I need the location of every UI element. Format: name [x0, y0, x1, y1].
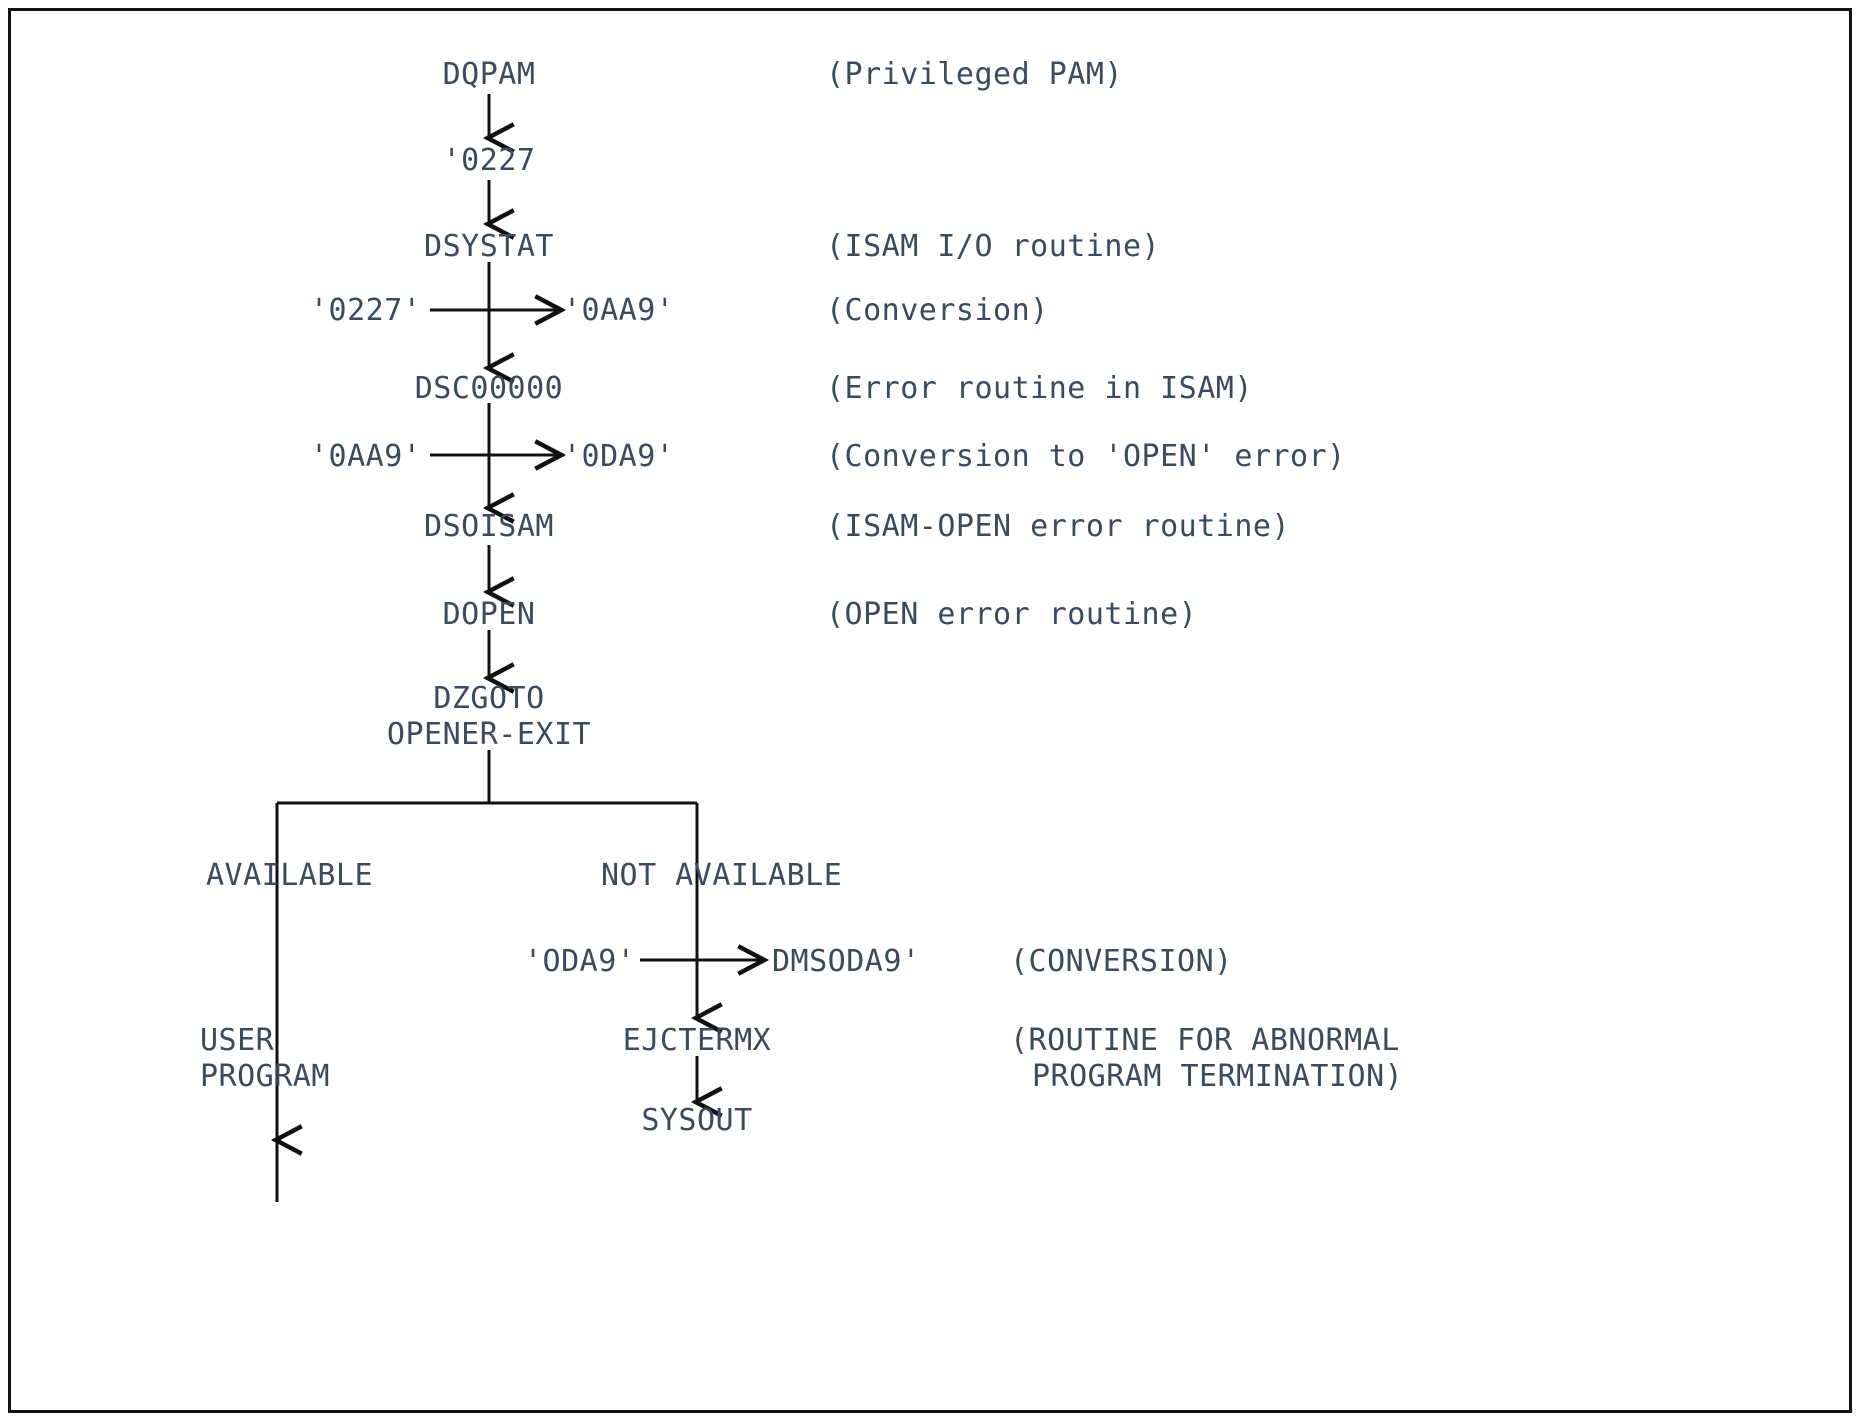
node-dsystat: DSYSTAT — [424, 229, 554, 264]
annotation-dsc00000: (Error routine in ISAM) — [826, 371, 1253, 406]
annotation-conversion-3: (CONVERSION) — [1010, 944, 1233, 979]
node-user: USER — [200, 1023, 275, 1058]
annotation-conversion-2: (Conversion to 'OPEN' error) — [826, 439, 1346, 474]
annotation-ejctermx-line1: (ROUTINE FOR ABNORMAL — [1010, 1023, 1400, 1058]
diagram-border — [8, 8, 1852, 1413]
branch-label-not-available: NOT AVAILABLE — [601, 858, 843, 893]
annotation-conversion-1: (Conversion) — [826, 293, 1049, 328]
node-sysout: SYSOUT — [641, 1103, 753, 1138]
node-dsc00000: DSC00000 — [414, 371, 564, 406]
annotation-ejctermx-line2: PROGRAM TERMINATION) — [1032, 1059, 1404, 1094]
node-dqpam: DQPAM — [442, 57, 536, 92]
conversion-3-from: 'ODA9' — [524, 944, 636, 979]
node-dsoisam: DSOISAM — [424, 509, 554, 544]
branch-label-available: AVAILABLE — [206, 858, 374, 893]
annotation-dopen: (OPEN error routine) — [826, 597, 1198, 632]
annotation-dqpam: (Privileged PAM) — [826, 57, 1123, 92]
node-opener-exit: OPENER-EXIT — [386, 717, 592, 752]
node-program: PROGRAM — [200, 1059, 330, 1094]
conversion-2-to: '0DA9' — [563, 439, 675, 474]
annotation-dsoisam: (ISAM-OPEN error routine) — [826, 509, 1291, 544]
node-ejctermx: EJCTERMX — [622, 1023, 772, 1058]
node-dopen: DOPEN — [442, 597, 536, 632]
node-code-0227: '0227 — [442, 143, 536, 178]
conversion-3-to: DMSODA9' — [772, 944, 921, 979]
conversion-1-to: '0AA9' — [563, 293, 675, 328]
conversion-1-from: '0227' — [310, 293, 422, 328]
conversion-2-from: '0AA9' — [310, 439, 422, 474]
annotation-dsystat: (ISAM I/O routine) — [826, 229, 1161, 264]
node-dzgoto: DZGOTO — [433, 681, 545, 716]
